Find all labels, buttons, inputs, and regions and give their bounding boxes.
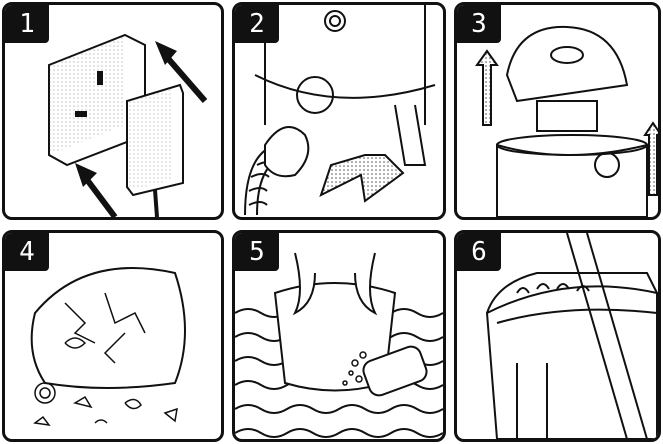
step-panel-2: 2 xyxy=(232,2,446,220)
step-panel-1: 1 xyxy=(2,2,224,220)
step-number-4: 4 xyxy=(5,233,49,271)
step-number-2: 2 xyxy=(235,5,279,43)
step-panel-5: 5 xyxy=(232,230,446,442)
step-number-1: 1 xyxy=(5,5,49,43)
step-number-5: 5 xyxy=(235,233,279,271)
step-panel-3: 3 xyxy=(454,2,661,220)
step-panel-4: 4 xyxy=(2,230,224,442)
step-number-6: 6 xyxy=(457,233,501,271)
step-number-3: 3 xyxy=(457,5,501,43)
step-panel-6: 6 xyxy=(454,230,661,442)
